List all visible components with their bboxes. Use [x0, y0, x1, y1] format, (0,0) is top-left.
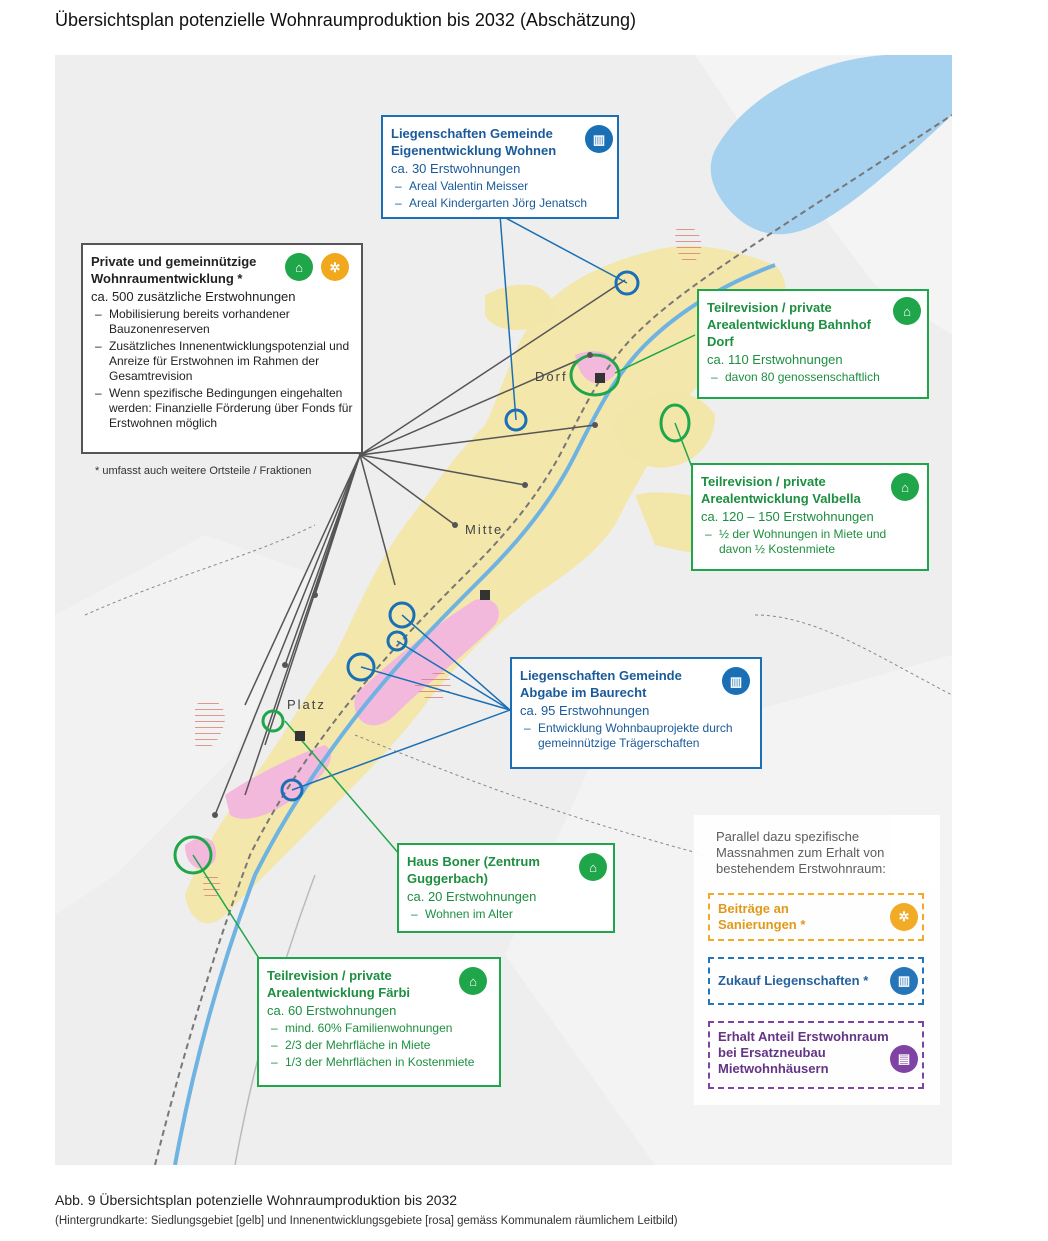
list-item: Entwicklung Wohnbauprojekte durch gemein… [520, 721, 752, 751]
list-item: davon 80 genossenschaftlich [707, 370, 919, 385]
parallel-measures-panel: Parallel dazu spezifische Massnahmen zum… [694, 815, 940, 1105]
private-box-subtitle: ca. 500 zusätzliche Erstwohnungen [91, 289, 296, 304]
house-icon: ⌂ [891, 473, 919, 501]
page-title: Übersichtsplan potenzielle Wohnraumprodu… [55, 10, 637, 30]
house-icon: ⌂ [459, 967, 487, 995]
municipal-building-icon: ▥ [585, 125, 613, 153]
renovation-icon: ✲ [321, 253, 349, 281]
bahnhof-dorf-box: Teilrevision / private Arealentwicklung … [697, 289, 929, 399]
list-item: Mobilisierung bereits vorhandener Bauzon… [91, 307, 353, 337]
railway [154, 114, 952, 1165]
measure-label: Erhalt Anteil Erstwohnraum bei Ersatzneu… [718, 1029, 889, 1076]
list-item: mind. 60% Familienwohnungen [267, 1021, 491, 1036]
map-label-mitte: Mitte [465, 522, 504, 537]
list-item: Areal Valentin Meisser [391, 179, 609, 194]
figure-caption-note: (Hintergrundkarte: Siedlungsgebiet [gelb… [55, 1215, 678, 1227]
valbella-box: Teilrevision / private Arealentwicklung … [691, 463, 929, 571]
measure-label: Beiträge an Sanierungen * [718, 901, 806, 932]
faerbi-box-subtitle: ca. 60 Erstwohnungen [267, 1003, 397, 1018]
private-sites [173, 353, 691, 875]
parallel-text: Parallel dazu spezifische Massnahmen zum… [716, 829, 886, 876]
list-item: 2/3 der Mehrfläche in Miete [267, 1038, 491, 1053]
map[interactable]: Dorf Mitte Platz Private und gemeinnützi… [55, 55, 952, 1165]
haus-boner-box: Haus Boner (Zentrum Guggerbach) ca. 20 E… [397, 843, 615, 933]
baurecht-box: Liegenschaften Gemeinde Abgabe im Baurec… [510, 657, 762, 769]
municipal-sites [280, 270, 640, 802]
municipal-building-icon: ▥ [890, 967, 918, 995]
baurecht-box-title: Liegenschaften Gemeinde Abgabe im Baurec… [520, 668, 682, 700]
measure-renovation: Beiträge an Sanierungen * ✲ [708, 893, 924, 941]
figure-caption: Abb. 9 Übersichtsplan potenzielle Wohnra… [55, 1192, 458, 1208]
valbella-box-title: Teilrevision / private Arealentwicklung … [701, 474, 861, 506]
municipal-development-box: Liegenschaften Gemeinde Eigenentwicklung… [381, 115, 619, 219]
list-item: ½ der Wohnungen in Miete und davon ½ Kos… [701, 527, 919, 557]
valbella-box-subtitle: ca. 120 – 150 Erstwohnungen [701, 509, 874, 524]
municipal-building-icon: ▥ [722, 667, 750, 695]
renovation-icon: ✲ [890, 903, 918, 931]
private-box-note: * umfasst auch weitere Ortsteile / Frakt… [95, 465, 312, 477]
list-item: 1/3 der Mehrflächen in Kostenmiete [267, 1055, 491, 1070]
map-label-platz: Platz [287, 697, 326, 712]
municipal-box-subtitle: ca. 30 Erstwohnungen [391, 161, 521, 176]
list-item: Wohnen im Alter [407, 907, 605, 922]
list-item: Wenn spezifische Bedingungen eingehalten… [91, 386, 353, 431]
bahnhof-box-title: Teilrevision / private Arealentwicklung … [707, 300, 871, 349]
faerbi-box-title: Teilrevision / private Arealentwicklung … [267, 968, 411, 1000]
river [173, 263, 776, 1165]
municipal-box-title: Liegenschaften Gemeinde Eigenentwicklung… [391, 126, 557, 158]
boner-box-subtitle: ca. 20 Erstwohnungen [407, 889, 537, 904]
measure-label: Zukauf Liegenschaften * [718, 973, 869, 988]
private-development-box: Private und gemeinnützige Wohnraumentwic… [81, 243, 363, 454]
map-label-dorf: Dorf [535, 369, 568, 384]
boner-box-title: Haus Boner (Zentrum Guggerbach) [407, 854, 540, 886]
list-item: Zusätzliches Innenentwicklungspotenzial … [91, 339, 353, 384]
list-item: Areal Kindergarten Jörg Jenatsch [391, 196, 609, 211]
measure-purchase: Zukauf Liegenschaften * ▥ [708, 957, 924, 1005]
development-area [354, 599, 499, 726]
house-icon: ⌂ [893, 297, 921, 325]
private-box-title: Private und gemeinnützige Wohnraumentwic… [91, 254, 257, 286]
house-icon: ⌂ [285, 253, 313, 281]
bahnhof-box-subtitle: ca. 110 Erstwohnungen [707, 352, 843, 367]
connectors-private [214, 279, 626, 816]
lake [710, 55, 952, 235]
baurecht-box-subtitle: ca. 95 Erstwohnungen [520, 703, 650, 718]
measure-preservation: Erhalt Anteil Erstwohnraum bei Ersatzneu… [708, 1021, 924, 1089]
house-icon: ⌂ [579, 853, 607, 881]
document-icon: ▤ [890, 1045, 918, 1073]
faerbi-box: Teilrevision / private Arealentwicklung … [257, 957, 501, 1087]
